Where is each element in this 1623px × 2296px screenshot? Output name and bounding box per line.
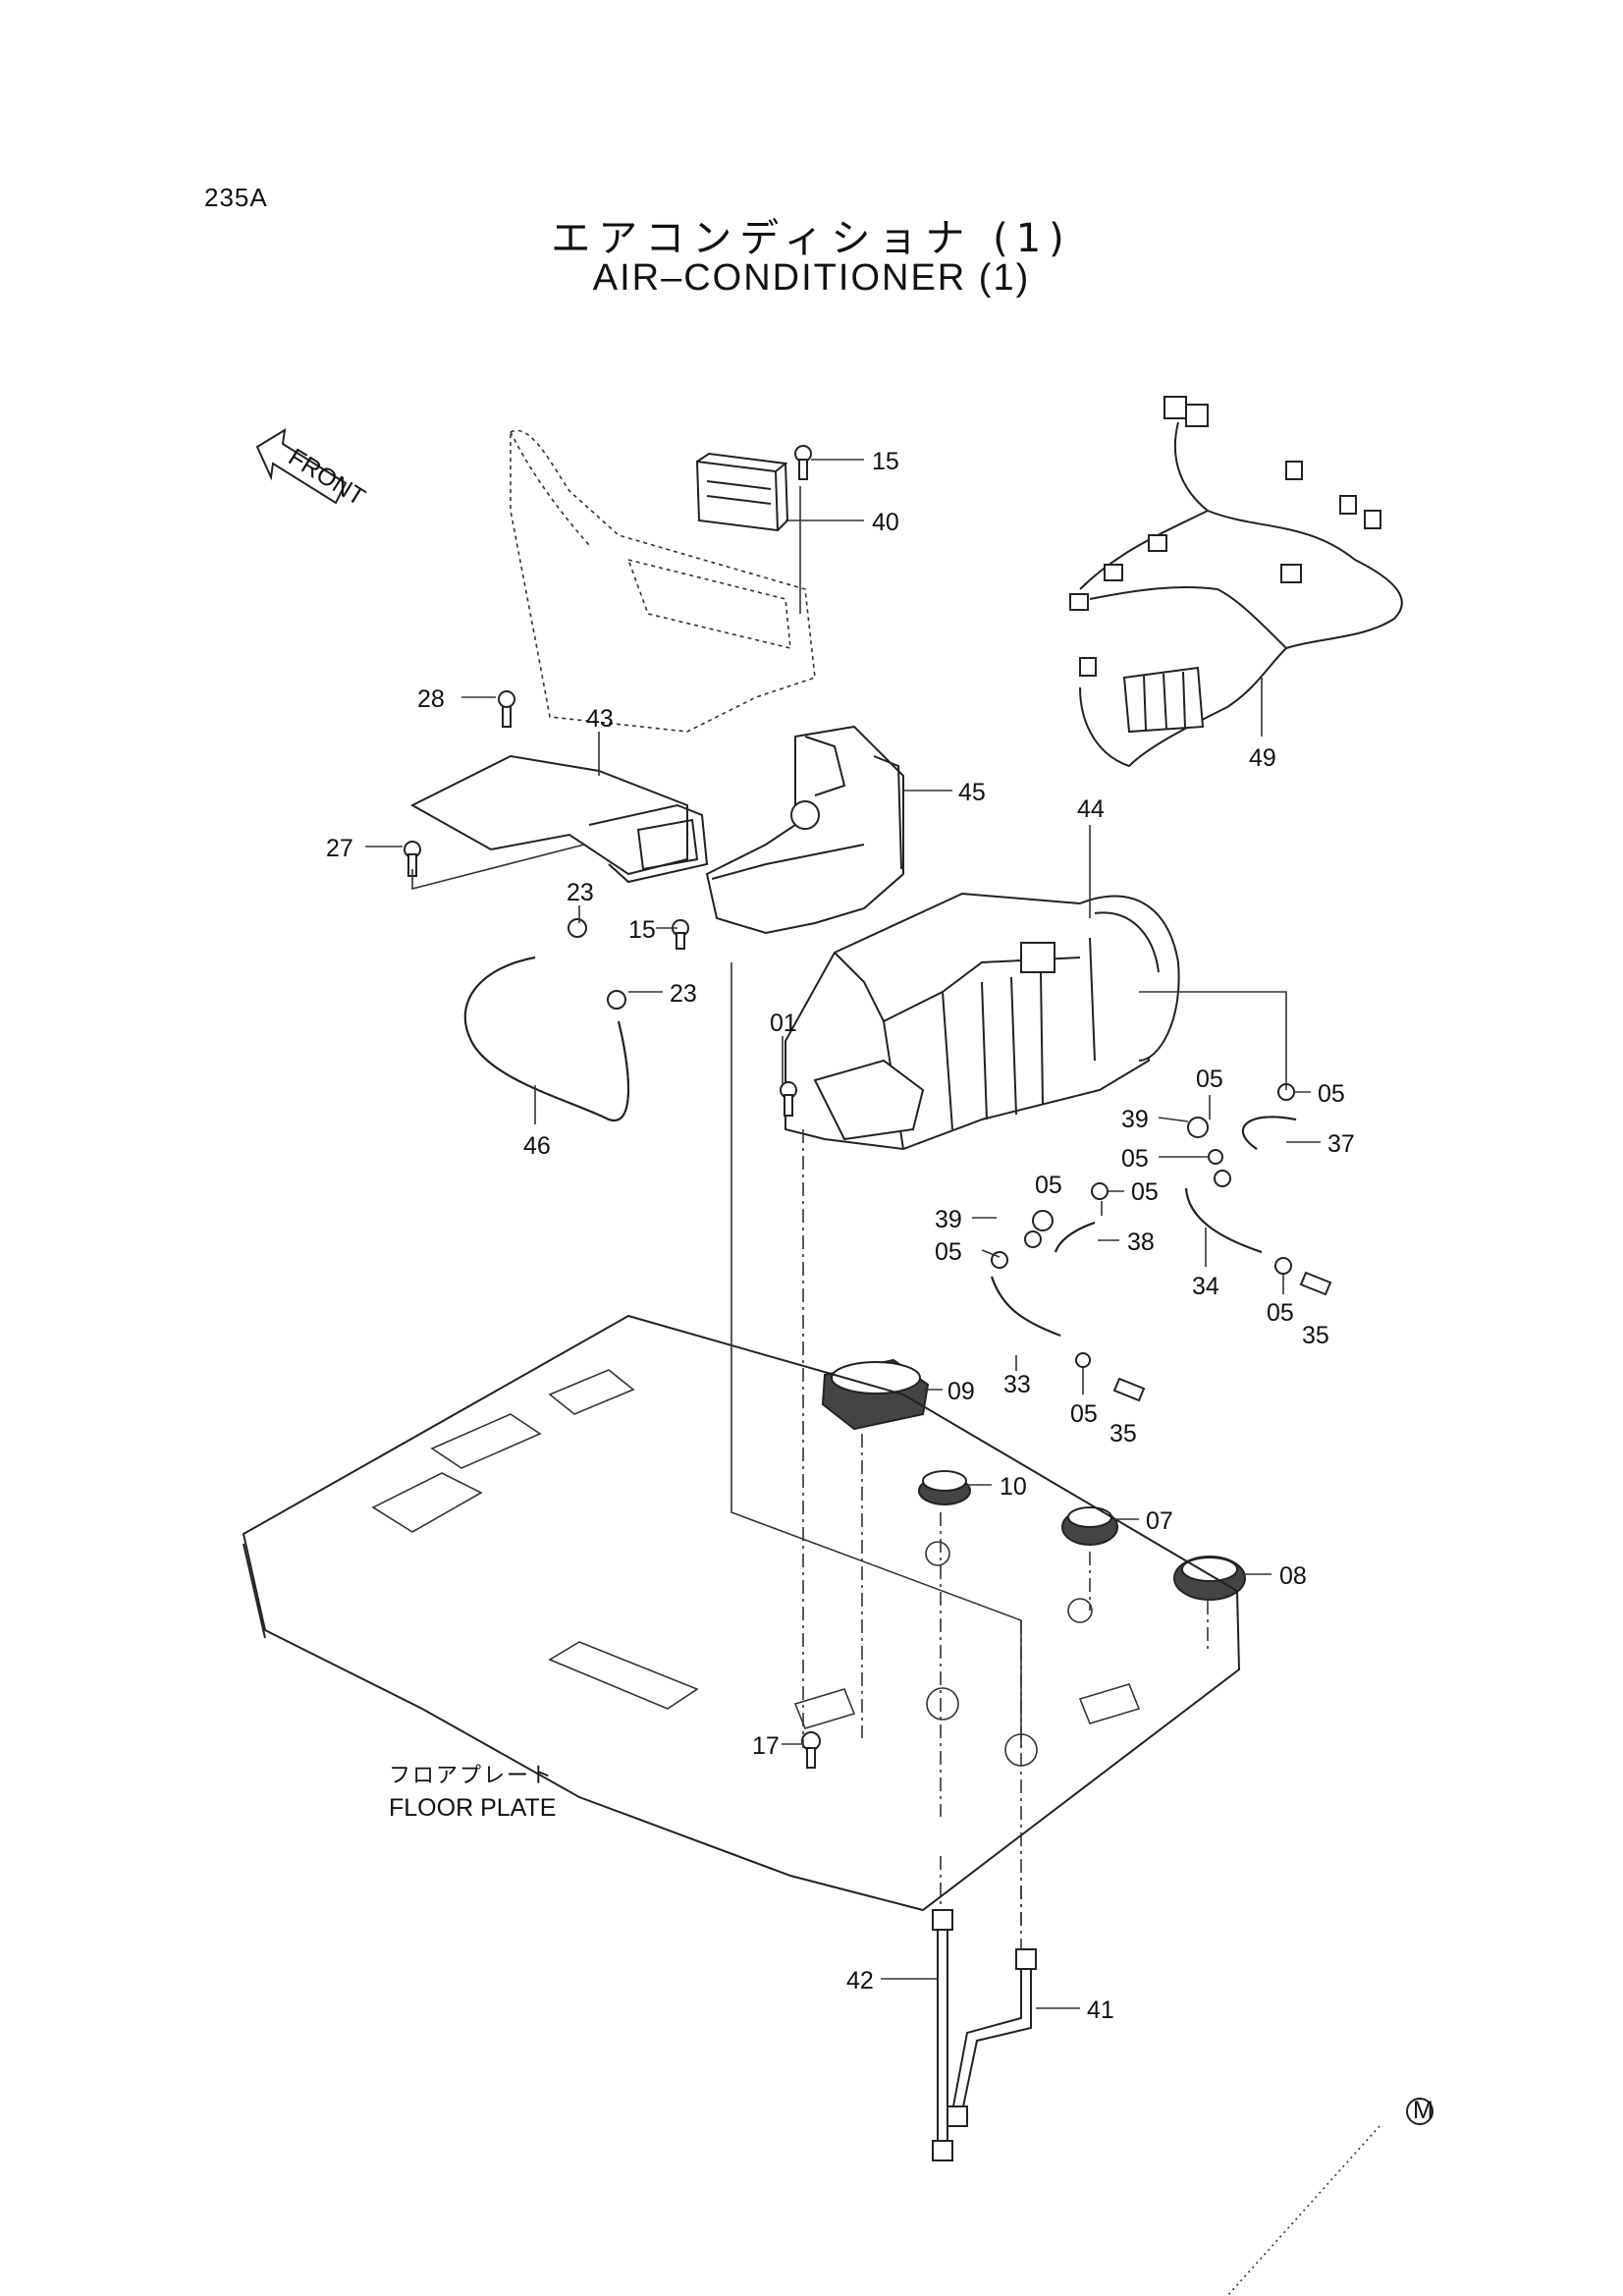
callout-05: 05 [1267,1299,1294,1327]
part-46-drain-hose [463,957,629,1121]
callout-05: 05 [935,1238,962,1266]
callout-35: 35 [1109,1420,1137,1448]
callout-28: 28 [417,685,445,713]
callout-34: 34 [1192,1273,1219,1300]
part-49-wire-harness [1069,396,1403,768]
callout-10: 10 [1000,1473,1027,1501]
part-44-ac-unit [784,892,1180,1151]
callout-46: 46 [523,1132,551,1160]
callout-38: 38 [1127,1229,1155,1256]
callout-23: 23 [567,879,594,906]
callout-39: 39 [935,1206,962,1233]
callout-15: 15 [628,916,656,944]
projection-lines [411,486,1380,2296]
refrigerant-pipes [991,1116,1297,1337]
leader-lines [365,459,1321,2009]
title-japanese: エアコンディショナ (1) [551,216,1072,261]
callout-17: 17 [752,1732,780,1760]
callout-43: 43 [586,705,614,733]
callout-35: 35 [1302,1322,1329,1349]
callout-37: 37 [1327,1130,1355,1158]
part-43-duct [409,754,709,884]
callout-45: 45 [958,779,986,806]
callout-40: 40 [872,509,899,536]
title-english: AIR–CONDITIONER (1) [592,257,1031,299]
callout-33: 33 [1003,1371,1031,1398]
revision-mark: M [1406,2097,1434,2125]
callout-39: 39 [1121,1106,1149,1133]
callout-44: 44 [1077,795,1105,823]
callout-07: 07 [1146,1507,1173,1535]
rubber-mounts [821,1358,1246,1601]
clamps-and-fittings [404,445,1332,1769]
callout-23: 23 [670,980,697,1008]
callout-05: 05 [1131,1178,1159,1206]
callout-41: 41 [1087,1996,1114,2024]
callout-15: 15 [872,448,899,475]
callout-05: 05 [1196,1066,1223,1093]
revision-mark-letter: M [1413,2097,1434,2124]
floor-plate-label-jp: フロアプレート [389,1764,555,1788]
part-callouts: 15 40 28 43 27 45 44 49 23 15 23 01 46 0… [326,448,1355,2024]
callout-05: 05 [1035,1172,1062,1199]
callout-05: 05 [1121,1145,1149,1173]
callout-01: 01 [770,1010,797,1037]
floor-plate-label: フロアプレート FLOOR PLATE [389,1760,556,1825]
front-arrow: FRONT [255,428,370,512]
floor-plate-label-en: FLOOR PLATE [389,1794,557,1822]
page-code: 235A [204,183,268,212]
seat-console-outline [510,429,816,733]
callout-09: 09 [947,1378,975,1405]
callout-05: 05 [1070,1400,1098,1428]
callout-49: 49 [1249,744,1276,772]
part-40-bracket [695,452,789,532]
floor-plate [242,1314,1241,1912]
part-45-vent-unit [705,725,904,935]
callout-27: 27 [326,835,353,862]
callout-08: 08 [1279,1562,1307,1590]
callout-42: 42 [846,1967,874,1995]
lower-hoses [932,1909,1037,2161]
callout-05: 05 [1318,1080,1345,1108]
